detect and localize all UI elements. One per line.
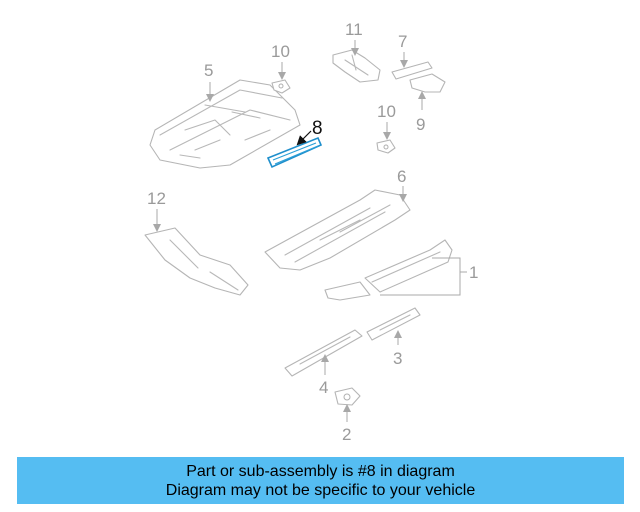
part-10-bracket-lower[interactable] bbox=[376, 139, 396, 154]
part-12-bracket[interactable] bbox=[144, 227, 249, 296]
part-11-bracket[interactable] bbox=[332, 49, 381, 83]
callout-10-lower: 10 bbox=[377, 102, 396, 121]
callout-11: 11 bbox=[345, 20, 363, 39]
callout-3: 3 bbox=[393, 349, 402, 368]
callout-8: 8 bbox=[312, 118, 323, 139]
part-3-rail[interactable] bbox=[366, 307, 421, 341]
callout-6: 6 bbox=[397, 167, 406, 186]
part-9-bracket[interactable] bbox=[409, 73, 446, 93]
callout-7: 7 bbox=[398, 32, 407, 51]
part-6-floor-pan[interactable] bbox=[264, 189, 411, 271]
part-7-bar[interactable] bbox=[391, 61, 433, 80]
part-4-rail[interactable] bbox=[284, 329, 363, 377]
callout-5: 5 bbox=[204, 61, 213, 80]
callout-10-upper: 10 bbox=[271, 42, 290, 61]
callout-12: 12 bbox=[147, 189, 166, 208]
part-2-bracket[interactable] bbox=[334, 387, 361, 406]
leader-8 bbox=[296, 130, 312, 146]
callout-2: 2 bbox=[342, 425, 351, 444]
part-10-bracket-upper[interactable] bbox=[271, 79, 291, 94]
info-banner: Part or sub-assembly is #8 in diagram Di… bbox=[17, 457, 624, 504]
banner-line-2: Diagram may not be specific to your vehi… bbox=[165, 482, 476, 499]
part-5-floor-pan[interactable] bbox=[149, 79, 301, 169]
part-1-rail-assembly[interactable] bbox=[324, 239, 453, 301]
part-8-highlighted[interactable] bbox=[266, 136, 323, 169]
callout-4: 4 bbox=[319, 378, 328, 397]
banner-line-1: Part or sub-assembly is #8 in diagram bbox=[186, 463, 455, 480]
callout-9: 9 bbox=[416, 115, 425, 134]
leader-1 bbox=[380, 257, 461, 296]
callout-1: 1 bbox=[469, 263, 478, 282]
